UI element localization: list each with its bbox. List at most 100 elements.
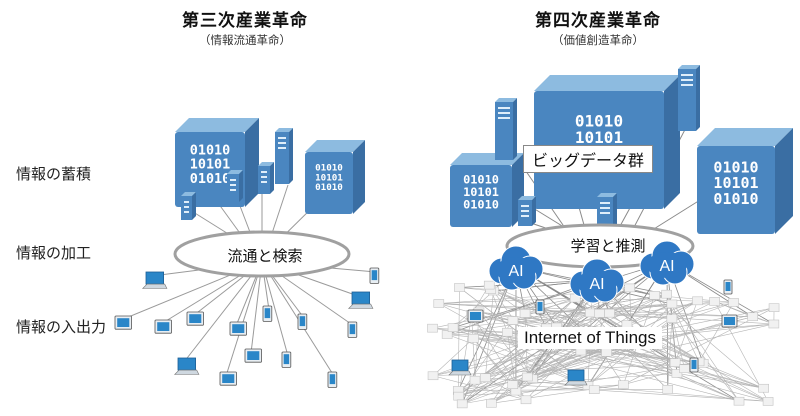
phone-screen — [329, 374, 336, 385]
phone-icon — [689, 357, 699, 373]
iot-node — [594, 309, 605, 318]
iot-node — [486, 398, 497, 408]
tower-slot — [184, 206, 189, 208]
tower-slot — [498, 107, 510, 109]
tower-top — [181, 192, 196, 196]
tower-side — [289, 128, 293, 184]
tablet-screen — [470, 312, 481, 320]
tower-side — [513, 98, 517, 160]
iot-node — [507, 316, 519, 325]
right-hub-label: 学習と推測 — [570, 237, 646, 255]
tower-slot — [278, 147, 286, 149]
ai-cloud-icon: AI — [488, 245, 544, 291]
connection-line — [590, 312, 668, 390]
iot-node — [661, 289, 672, 299]
tower-slot — [498, 117, 510, 119]
connection-line — [458, 389, 668, 391]
iot-node — [669, 358, 681, 367]
connection-line — [478, 311, 764, 389]
tower-slot — [681, 79, 693, 81]
tablet-icon — [244, 348, 262, 363]
tower-front — [275, 132, 289, 184]
iot-node — [728, 298, 739, 307]
server-binary-text: 01010 — [315, 182, 343, 193]
server-binary-text: 01010 — [713, 158, 758, 176]
iot-label: Internet of Things — [518, 327, 662, 349]
iot-node — [662, 385, 674, 394]
iot-node — [520, 395, 532, 405]
tower-side — [239, 170, 243, 202]
connection-line — [438, 297, 576, 304]
tower-slot — [278, 142, 286, 144]
connection-line — [642, 307, 775, 335]
tower-slot — [261, 181, 267, 183]
laptop-icon — [448, 359, 472, 376]
iot-node — [427, 371, 439, 381]
ai-cloud-body — [647, 252, 687, 278]
iot-node — [519, 309, 531, 318]
connection-line — [490, 289, 508, 333]
tablet-icon — [219, 371, 237, 386]
tablet-icon — [114, 315, 132, 330]
connection-line — [698, 302, 734, 362]
tower-slot — [600, 212, 610, 214]
phone-icon — [281, 351, 292, 368]
tower-top — [275, 128, 293, 132]
server-top — [305, 140, 365, 152]
iot-node — [624, 283, 635, 293]
phone-icon — [297, 313, 308, 330]
laptop-screen — [177, 357, 197, 371]
server-top — [175, 118, 259, 132]
tablet-screen — [724, 317, 735, 325]
server-binary-text: 01010 — [575, 111, 623, 130]
phone-screen — [691, 360, 697, 369]
iot-node — [618, 380, 629, 389]
server-binary-text: 10101 — [315, 172, 343, 183]
laptop-base — [173, 369, 200, 375]
laptop-screen — [567, 369, 585, 382]
row-label-io: 情報の入出力 — [16, 318, 107, 336]
iot-node — [441, 330, 453, 339]
ai-cloud-icon: AI — [639, 240, 695, 286]
connection-line — [474, 311, 480, 381]
iot-node — [433, 299, 445, 308]
server-binary-text: 10101 — [713, 174, 758, 192]
server-binary-text: 01010 — [315, 163, 343, 174]
iot-node — [479, 373, 491, 383]
tablet-icon — [229, 321, 247, 336]
connection-line — [452, 290, 494, 328]
tower-front — [495, 102, 513, 160]
left-title: 第三次産業革命 — [182, 11, 308, 31]
tower-front — [518, 200, 532, 226]
right-title: 第四次産業革命 — [535, 11, 661, 31]
tower-side — [696, 65, 700, 131]
server-front — [697, 146, 775, 234]
iot-node — [502, 327, 513, 337]
connection-line — [433, 363, 704, 377]
connection-line — [491, 384, 624, 404]
tower-slot — [230, 189, 236, 191]
tower-server — [258, 162, 274, 194]
iot-node — [768, 319, 780, 329]
iot-node — [758, 383, 769, 393]
phone-icon — [347, 321, 358, 338]
iot-node — [692, 296, 703, 306]
iot-node — [666, 314, 678, 323]
connection-line — [674, 300, 698, 363]
tower-side — [532, 196, 536, 226]
iot-node — [666, 299, 678, 309]
tower-slot — [184, 211, 189, 213]
left-subtitle: （情報流通革命） — [199, 33, 291, 47]
laptop-icon — [564, 369, 588, 386]
tower-top — [227, 170, 243, 174]
connection-line — [261, 261, 289, 357]
server-top — [534, 75, 680, 91]
connection-line — [485, 377, 527, 401]
tower-front — [678, 69, 696, 131]
connection-line — [546, 297, 576, 329]
iot-node — [585, 308, 596, 318]
tower-front — [258, 166, 270, 194]
